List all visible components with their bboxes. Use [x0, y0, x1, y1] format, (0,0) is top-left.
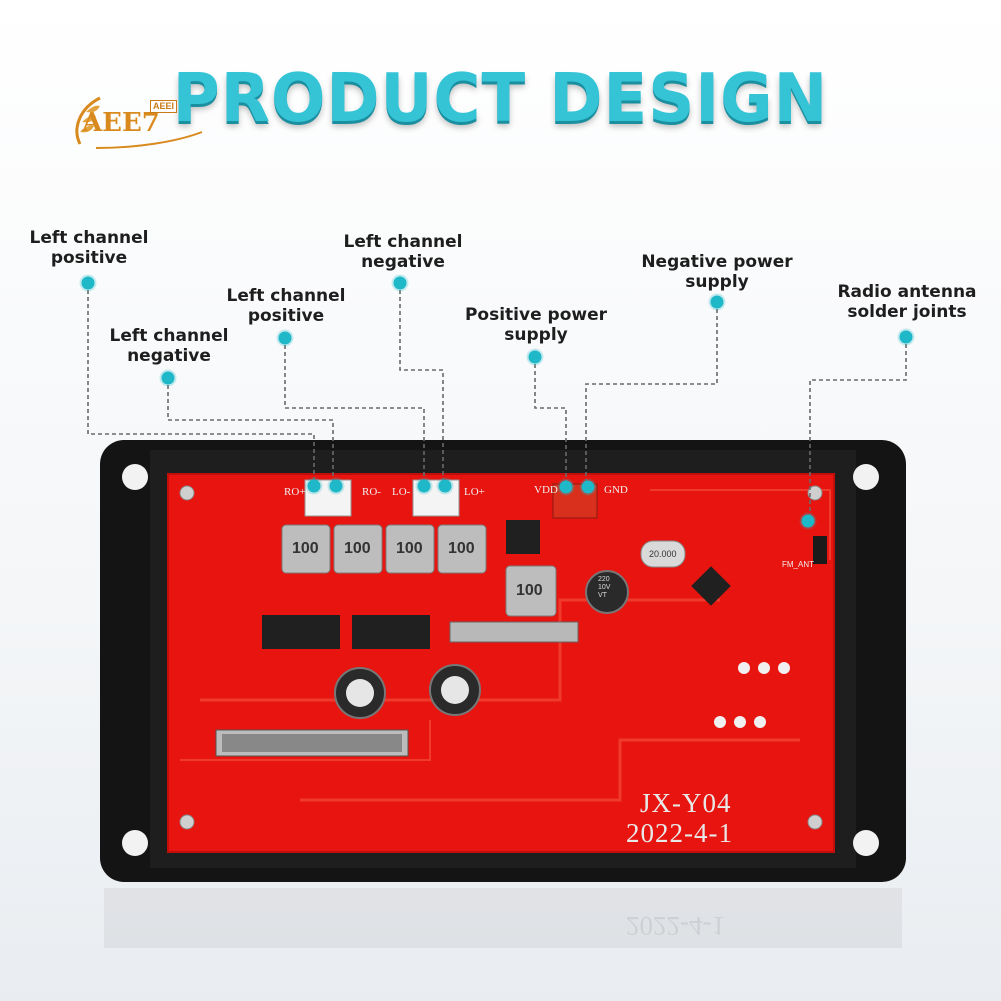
label-positive-power-supply: Positive power supply: [464, 305, 608, 345]
marker-dot: [710, 295, 724, 309]
marker-dot: [307, 479, 321, 493]
marker-dot: [528, 350, 542, 364]
marker-dot: [581, 480, 595, 494]
mount-hole-tl: [122, 464, 148, 490]
capacitor-3: [585, 570, 629, 614]
label-negative-power-supply: Negative power supply: [641, 252, 793, 292]
marker-dot: [899, 330, 913, 344]
crystal-label: 20.000: [649, 549, 677, 559]
logo-text: AEE7: [82, 108, 160, 138]
amp-ic-2: [352, 615, 430, 649]
page-title: PRODUCT DESIGN: [172, 60, 829, 138]
marker-dot: [81, 276, 95, 290]
marker-dot: [801, 514, 815, 528]
silk-lo-plus: LO+: [464, 486, 485, 498]
regulator-ic: [506, 520, 540, 554]
silk-lo-minus: LO-: [392, 486, 411, 498]
inductor-label-3: 100: [396, 540, 423, 557]
inductor-label-2: 100: [344, 540, 371, 557]
marker-dot: [559, 480, 573, 494]
board-date: 2022-4-1: [626, 818, 733, 848]
mount-hole-br: [853, 830, 879, 856]
silk-vdd: VDD: [534, 484, 558, 496]
inductor-label-5: 100: [516, 582, 543, 599]
silk-ro-plus: RO+: [284, 486, 306, 498]
marker-dot: [393, 276, 407, 290]
label-left-channel-negative-1: Left channel negative: [109, 326, 229, 366]
marker-dot: [438, 479, 452, 493]
label-left-channel-positive-2: Left channel positive: [226, 286, 346, 326]
capacitor-label: 220 10V VT: [598, 576, 611, 599]
mount-hole-tr: [853, 464, 879, 490]
amp-ic-1: [262, 615, 340, 649]
pcb: [168, 474, 834, 852]
pin-header: [449, 621, 579, 643]
mcu-ic: [691, 566, 731, 606]
board-model: JX-Y04: [640, 788, 732, 818]
label-left-channel-negative-2: Left channel negative: [343, 232, 463, 272]
silk-ro-minus: RO-: [362, 486, 381, 498]
silk-fm-ant: FM_ANT: [782, 560, 814, 569]
crystal: [640, 540, 686, 568]
brand-logo: [66, 92, 206, 152]
marker-dot: [278, 331, 292, 345]
label-left-channel-positive-1: Left channel positive: [29, 228, 149, 268]
silk-gnd: GND: [604, 484, 628, 496]
inductor-label-1: 100: [292, 540, 319, 557]
board-reflection: [104, 888, 902, 948]
logo-badge: AEEI: [150, 100, 178, 113]
antenna-pads: [813, 536, 827, 564]
marker-dot: [161, 371, 175, 385]
mount-hole-bl: [122, 830, 148, 856]
inductor-label-4: 100: [448, 540, 475, 557]
wheat-logo-icon: [75, 96, 203, 149]
marker-dot: [417, 479, 431, 493]
marker-dot: [329, 479, 343, 493]
label-radio-antenna: Radio antenna solder joints: [837, 282, 977, 322]
inductor-row: [281, 524, 557, 617]
